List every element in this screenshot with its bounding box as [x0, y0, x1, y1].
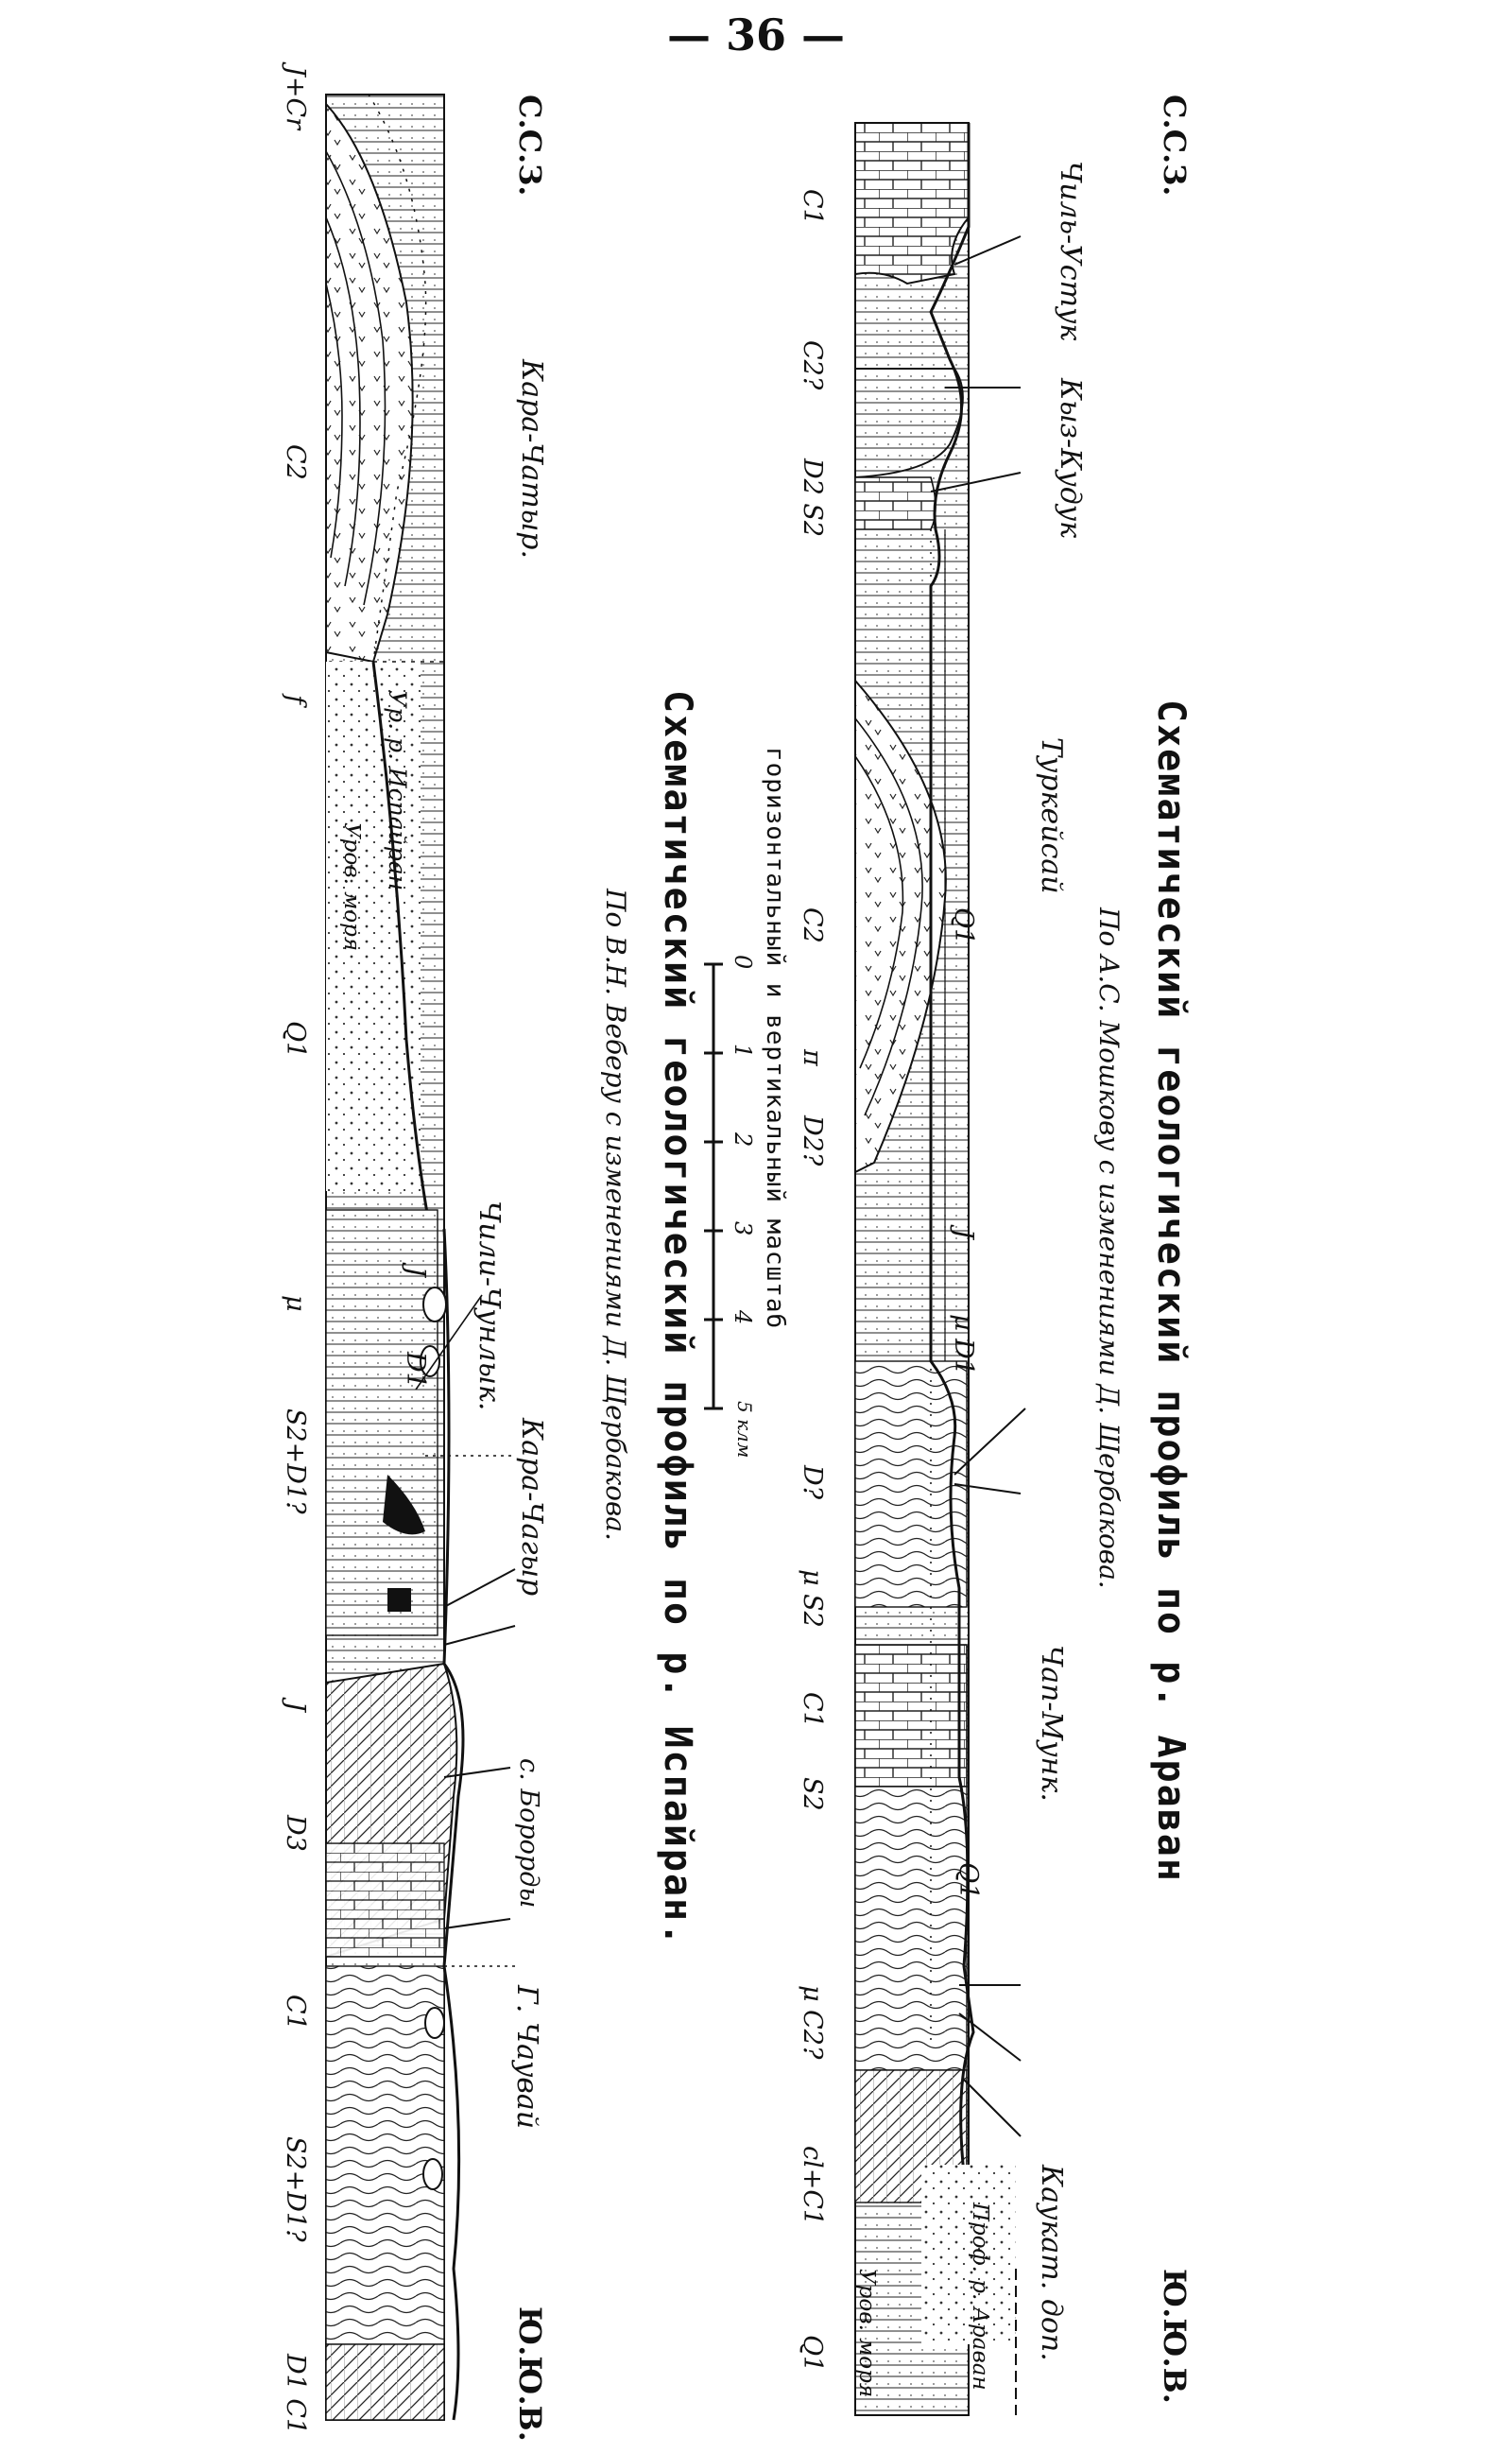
stratum-label: D1 [401, 1352, 430, 1389]
profile-1-dir-right: Ю.Ю.В. [1157, 2269, 1193, 2404]
stratum-label: cl+C1 [798, 2146, 827, 2226]
locality-label: Чап-Мунк. [1035, 1645, 1068, 1802]
scale-tick-label: 2 [730, 1132, 756, 1148]
scale-tick-label: 0 [730, 955, 756, 970]
stratum-label: J [949, 1229, 978, 1239]
stratum-label: D2? [798, 1115, 827, 1166]
profile-1-section [854, 122, 1026, 2416]
stratum-label: D3 [281, 1815, 310, 1852]
scale-label: горизонтальный и вертикальный масштаб [761, 747, 789, 1330]
scale-bar [704, 962, 723, 1410]
page-number: — 36 — [666, 9, 846, 60]
stratum-label: S2+D1? [281, 1408, 310, 1514]
stratum-label: C1 [798, 189, 827, 225]
stratum-label: S2 [798, 1777, 827, 1811]
stratum-label: μ [281, 1295, 310, 1312]
profile-2-dir-left: С.С.З. [512, 95, 548, 197]
locality-label: с. Борорды [514, 1758, 543, 1909]
stratum-label: D? [798, 1465, 827, 1500]
stratum-label: μ S2 [798, 1569, 827, 1628]
profile-1-subtitle: По А.С. Мошкову с изменениями Д. Щербако… [1093, 907, 1125, 1589]
stratum-label: f [281, 695, 310, 704]
stratum-label: μ C2? [798, 1985, 827, 2060]
locality-label: Кара-Чатыр. [515, 359, 548, 560]
profile-2-dir-right: Ю.Ю.В. [512, 2306, 548, 2442]
locality-label: Кыз-Кудук [1054, 378, 1087, 539]
profile-1-dir-left: С.С.З. [1157, 95, 1193, 197]
stratum-label: Q1 [798, 2335, 827, 2373]
stratum-label: Q1 [954, 1862, 983, 1900]
scale-tick-label: 4 [730, 1310, 756, 1325]
locality-label: Г. Чаувай [510, 1985, 543, 2130]
scale-tick-label: 5 клм [733, 1401, 756, 1459]
locality-label: Кара-Чагыр [515, 1418, 548, 1597]
locality-label: Чиль-Устук [1054, 161, 1087, 341]
locality-label: Чили-Чунлык. [472, 1201, 506, 1411]
stratum-label: C1 [798, 1692, 827, 1728]
stratum-label: Q1 [281, 1021, 310, 1059]
stratum-label: D1 C1 [281, 2354, 310, 2435]
scale-tick-label: 3 [730, 1221, 756, 1236]
scale-tick-label: 1 [730, 1044, 756, 1059]
stratum-label: S2+D1? [281, 2136, 310, 2242]
stratum-label: D2 S2 [798, 458, 827, 538]
stratum-label: C2? [798, 340, 827, 390]
locality-label: Туркейсай [1035, 737, 1068, 894]
locality-label: Уров. моря [854, 2269, 879, 2398]
profile-2-section [325, 94, 516, 2421]
stratum-label: J+Cr [281, 66, 310, 130]
profile-2-subtitle: По В.Н. Веберу с изменениями Д. Щербаков… [600, 889, 631, 1541]
stratum-label: μ D1 [949, 1314, 978, 1375]
stratum-label: C2 [281, 444, 310, 480]
stratum-label: Q1 [949, 907, 978, 945]
locality-label: Ур. р. Испайран [384, 690, 411, 891]
stratum-label: J [401, 1267, 430, 1277]
locality-label: Каукат. доп. [1035, 2165, 1068, 2361]
profile-2-title: Схематический геологический профиль по р… [656, 690, 699, 1948]
profile-1-title: Схематический геологический профиль по р… [1149, 700, 1193, 1883]
stratum-label: J [281, 1702, 310, 1712]
stratum-label: C1 [281, 1995, 310, 2030]
stratum-label: C2 [798, 907, 827, 943]
locality-label: Уров. моря [339, 822, 364, 952]
locality-label: Проф. р. Араван [968, 2203, 992, 2391]
stratum-label: π [798, 1049, 827, 1066]
